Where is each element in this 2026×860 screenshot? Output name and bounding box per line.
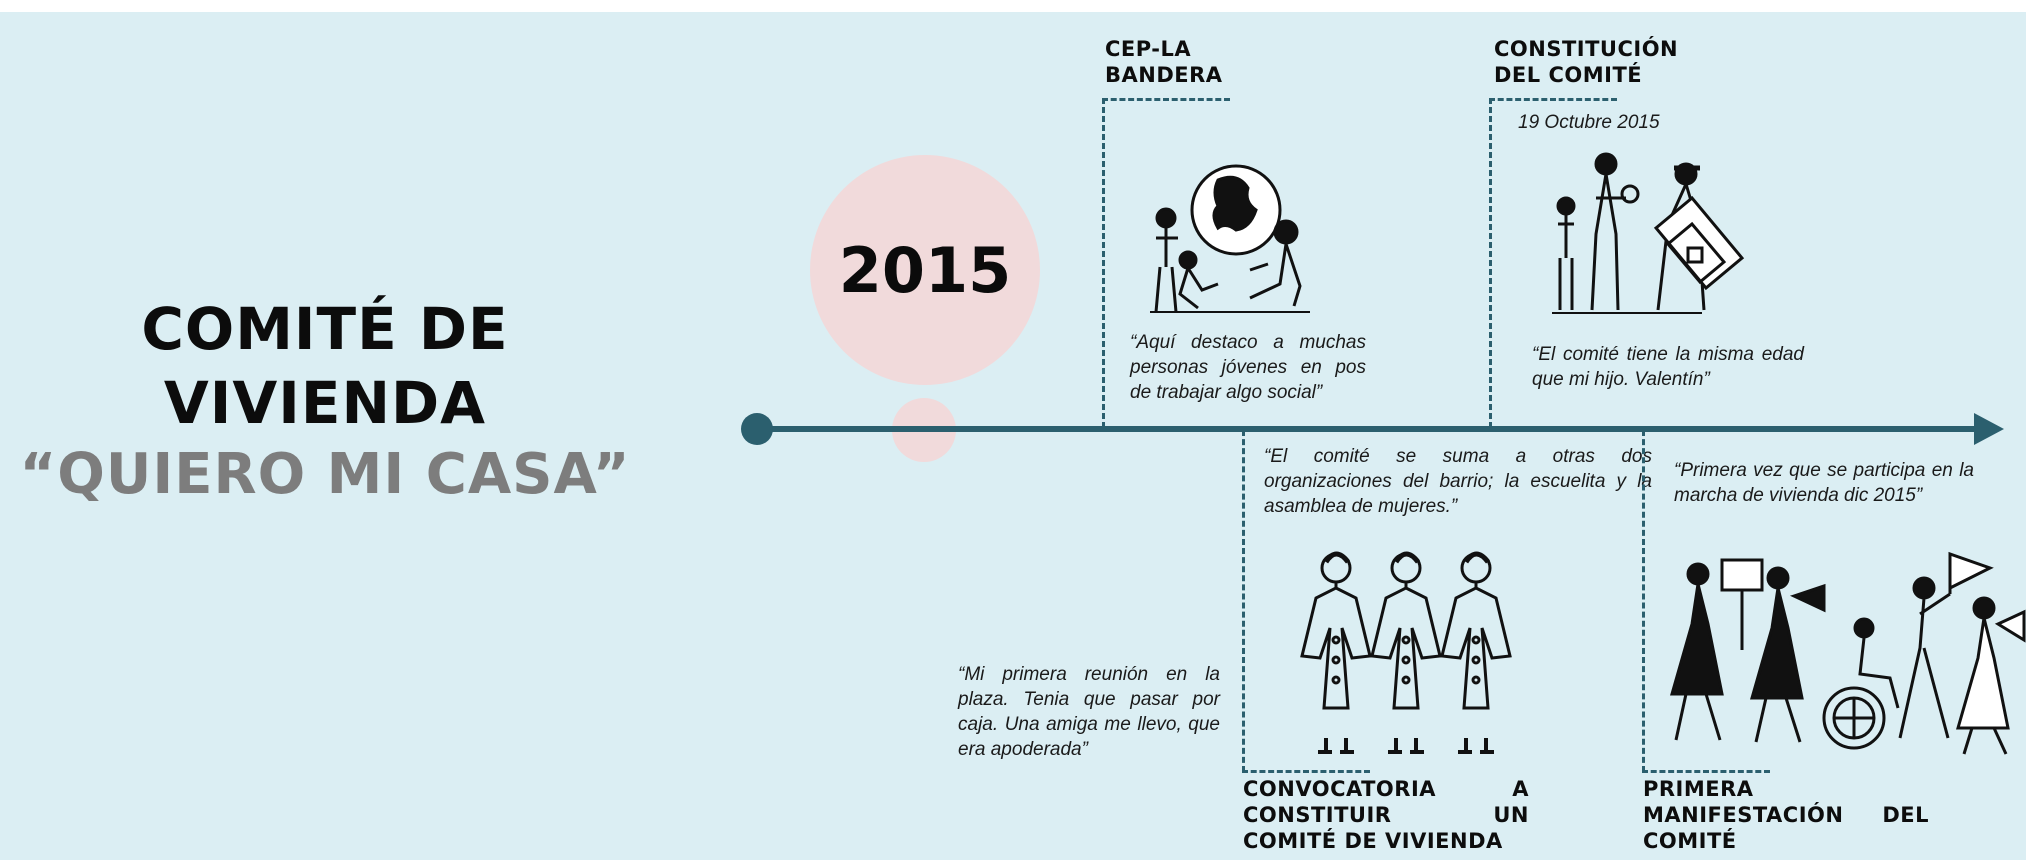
side-quote: “Mi primera reunión en la plaza. Tenia q… — [958, 664, 1220, 760]
family-house-icon — [1548, 148, 1748, 328]
event3-connector-bottom — [1242, 770, 1370, 773]
event1-connector-top — [1102, 98, 1230, 101]
title-line-1: COMITÉ DE — [141, 295, 509, 363]
event2-quote: “El comité tiene la misma edad que mi hi… — [1532, 344, 1804, 390]
march-protest-icon — [1664, 548, 2026, 758]
event4-connector — [1642, 430, 1645, 772]
event4-connector-bottom — [1642, 770, 1770, 773]
title-quote: “QUIERO MI CASA” — [19, 442, 631, 507]
event4-quote: “Primera vez que se participa en la marc… — [1674, 460, 1974, 506]
event1-title-line1: CEP-LA — [1105, 37, 1192, 61]
event2-title-line2: DEL COMITÉ — [1494, 63, 1643, 87]
youth-world-icon — [1148, 160, 1318, 320]
timeline-canvas: COMITÉ DE VIVIENDA “QUIERO MI CASA” 2015… — [0, 12, 2026, 860]
event1-title: CEP-LA BANDERA — [1105, 36, 1223, 88]
event3-quote: “El comité se suma a otras dos organizac… — [1264, 446, 1652, 517]
main-title: COMITÉ DE VIVIENDA “QUIERO MI CASA” — [0, 292, 650, 510]
event1-connector — [1102, 98, 1105, 428]
title-line-2: VIVIENDA — [163, 369, 487, 437]
event3-title: CONVOCATORIA A CONSTITUIR UN COMITÉ DE V… — [1243, 777, 1529, 853]
event4-title: PRIMERA MANIFESTACIÓN DEL COMITÉ — [1643, 777, 1929, 853]
event2-title-line1: CONSTITUCIÓN — [1494, 37, 1679, 61]
three-women-icon — [1296, 540, 1516, 760]
timeline-arrow-icon — [1974, 413, 2004, 445]
timeline-start-dot — [741, 413, 773, 445]
year-circle: 2015 — [810, 155, 1040, 385]
event2-connector-top — [1489, 98, 1617, 101]
event1-quote: “Aquí destaco a muchas personas jóvenes … — [1130, 332, 1366, 403]
timeline-axis — [757, 426, 1977, 432]
event3-connector — [1242, 430, 1245, 772]
year-label: 2015 — [838, 233, 1012, 307]
event2-date: 19 Octubre 2015 — [1518, 112, 1660, 133]
event1-title-line2: BANDERA — [1105, 63, 1223, 87]
event2-title: CONSTITUCIÓN DEL COMITÉ — [1494, 36, 1678, 88]
event2-connector — [1489, 98, 1492, 428]
